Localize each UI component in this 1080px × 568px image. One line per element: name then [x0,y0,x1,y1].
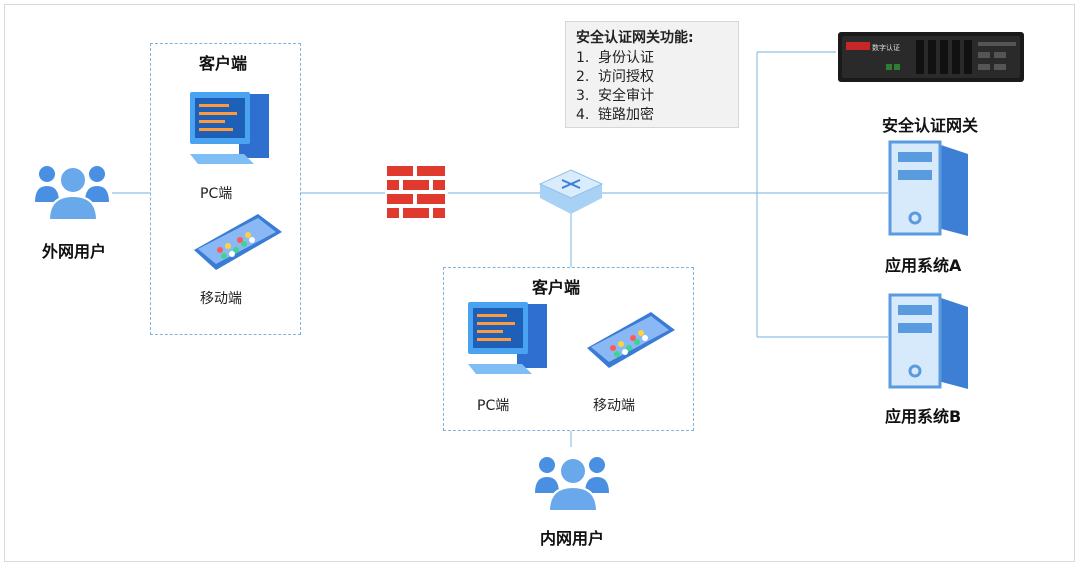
internal-users-label: 内网用户 [540,529,605,548]
feature-item: 2.访问授权 [576,69,654,85]
gateway-label: 安全认证网关 [882,116,979,135]
mobile-icon [194,214,282,270]
internal-client-group [443,267,694,431]
feature-list-title: 安全认证网关功能: [576,30,694,46]
server-icon [888,293,968,389]
app-a-label: 应用系统A [885,256,962,275]
pc-icon [468,302,547,374]
external-client-group-title: 客户端 [199,54,248,73]
external-client-group [150,43,301,335]
gateway-badge: 数字认证 [872,44,900,52]
external-users-label: 外网用户 [42,242,107,261]
feature-item: 4.链路加密 [576,107,654,123]
internal-client-group-title: 客户端 [532,278,581,297]
gateway-device-icon [838,32,1024,82]
gateway-device: 数字认证 [836,28,1026,86]
external-mobile-label: 移动端 [200,291,242,307]
feature-item: 3.安全审计 [576,88,654,104]
app-b-label: 应用系统B [885,407,962,426]
internal-mobile-label: 移动端 [593,398,635,414]
internal-pc-label: PC端 [477,398,510,414]
external-users-icon [35,166,109,221]
feature-list-box: 安全认证网关功能: 1.身份认证 2.访问授权 3.安全审计 4.链路加密 [565,21,739,128]
pc-icon [190,92,269,164]
internal-users-icon [535,457,609,512]
switch-icon [538,169,604,214]
external-pc-label: PC端 [200,186,233,202]
feature-item: 1.身份认证 [576,50,654,66]
mobile-icon [587,312,675,368]
diagram-frame [4,4,1075,562]
server-icon [888,140,968,236]
firewall-icon [387,166,445,218]
